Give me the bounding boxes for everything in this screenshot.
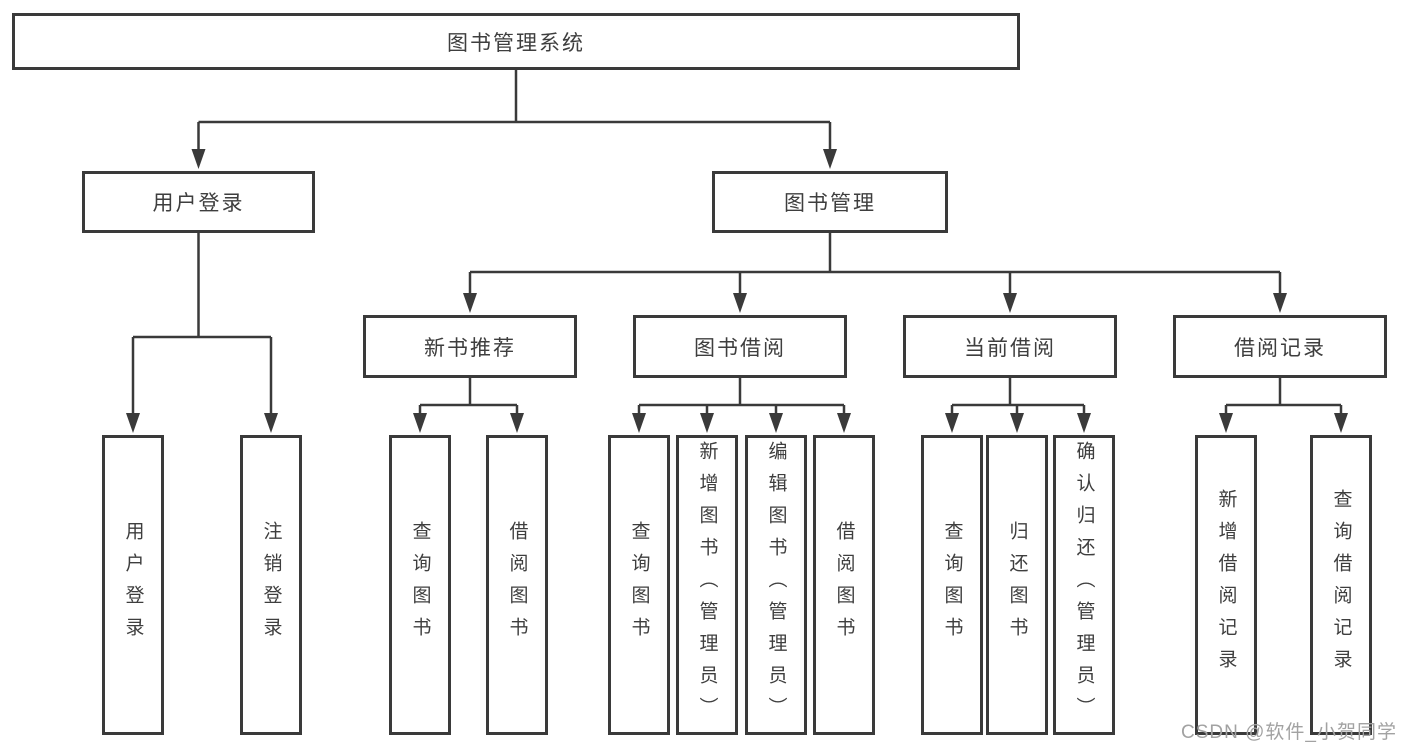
node-label: 新书推荐 — [424, 336, 516, 360]
node-new-book-recommendation: 新书推荐 — [363, 315, 577, 378]
leaf-add-book-admin: 新增图书（管理员） — [676, 435, 738, 735]
node-label: 借阅图书 — [506, 521, 528, 649]
node-label: 编辑图书（管理员） — [765, 441, 787, 729]
leaf-borrow-books: 借阅图书 — [813, 435, 875, 735]
leaf-query-books-current: 查询图书 — [921, 435, 983, 735]
leaf-borrow-books-recommend: 借阅图书 — [486, 435, 548, 735]
node-book-management: 图书管理 — [712, 171, 948, 233]
leaf-add-borrow-record: 新增借阅记录 — [1195, 435, 1257, 735]
node-library-management-system: 图书管理系统 — [12, 13, 1020, 70]
node-label: 图书借阅 — [694, 336, 786, 360]
leaf-confirm-return-admin: 确认归还（管理员） — [1053, 435, 1115, 735]
node-borrowing-records: 借阅记录 — [1173, 315, 1387, 378]
node-label: 新增图书（管理员） — [696, 441, 718, 729]
node-label: 新增借阅记录 — [1215, 489, 1237, 681]
node-label: 用户登录 — [122, 521, 144, 649]
node-current-borrowing: 当前借阅 — [903, 315, 1117, 378]
leaf-user-login: 用户登录 — [102, 435, 164, 735]
node-label: 确认归还（管理员） — [1073, 441, 1095, 729]
node-label: 查询图书 — [628, 521, 650, 649]
node-label: 图书管理系统 — [447, 31, 585, 55]
leaf-query-books-borrow: 查询图书 — [608, 435, 670, 735]
node-label: 查询图书 — [941, 521, 963, 649]
leaf-query-borrow-record: 查询借阅记录 — [1310, 435, 1372, 735]
node-user-login: 用户登录 — [82, 171, 315, 233]
leaf-return-book: 归还图书 — [986, 435, 1048, 735]
node-label: 当前借阅 — [964, 336, 1056, 360]
node-label: 查询图书 — [409, 521, 431, 649]
node-label: 注销登录 — [260, 521, 282, 649]
node-label: 查询借阅记录 — [1330, 489, 1352, 681]
node-book-borrowing: 图书借阅 — [633, 315, 847, 378]
node-label: 图书管理 — [784, 192, 876, 215]
leaf-query-books-recommend: 查询图书 — [389, 435, 451, 735]
node-label: 用户登录 — [152, 192, 245, 215]
watermark-text: CSDN @软件_小贺同学 — [1181, 722, 1397, 743]
leaf-edit-book-admin: 编辑图书（管理员） — [745, 435, 807, 735]
node-label: 借阅图书 — [833, 521, 855, 649]
node-label: 归还图书 — [1006, 521, 1028, 649]
leaf-logout: 注销登录 — [240, 435, 302, 735]
node-label: 借阅记录 — [1234, 336, 1326, 360]
